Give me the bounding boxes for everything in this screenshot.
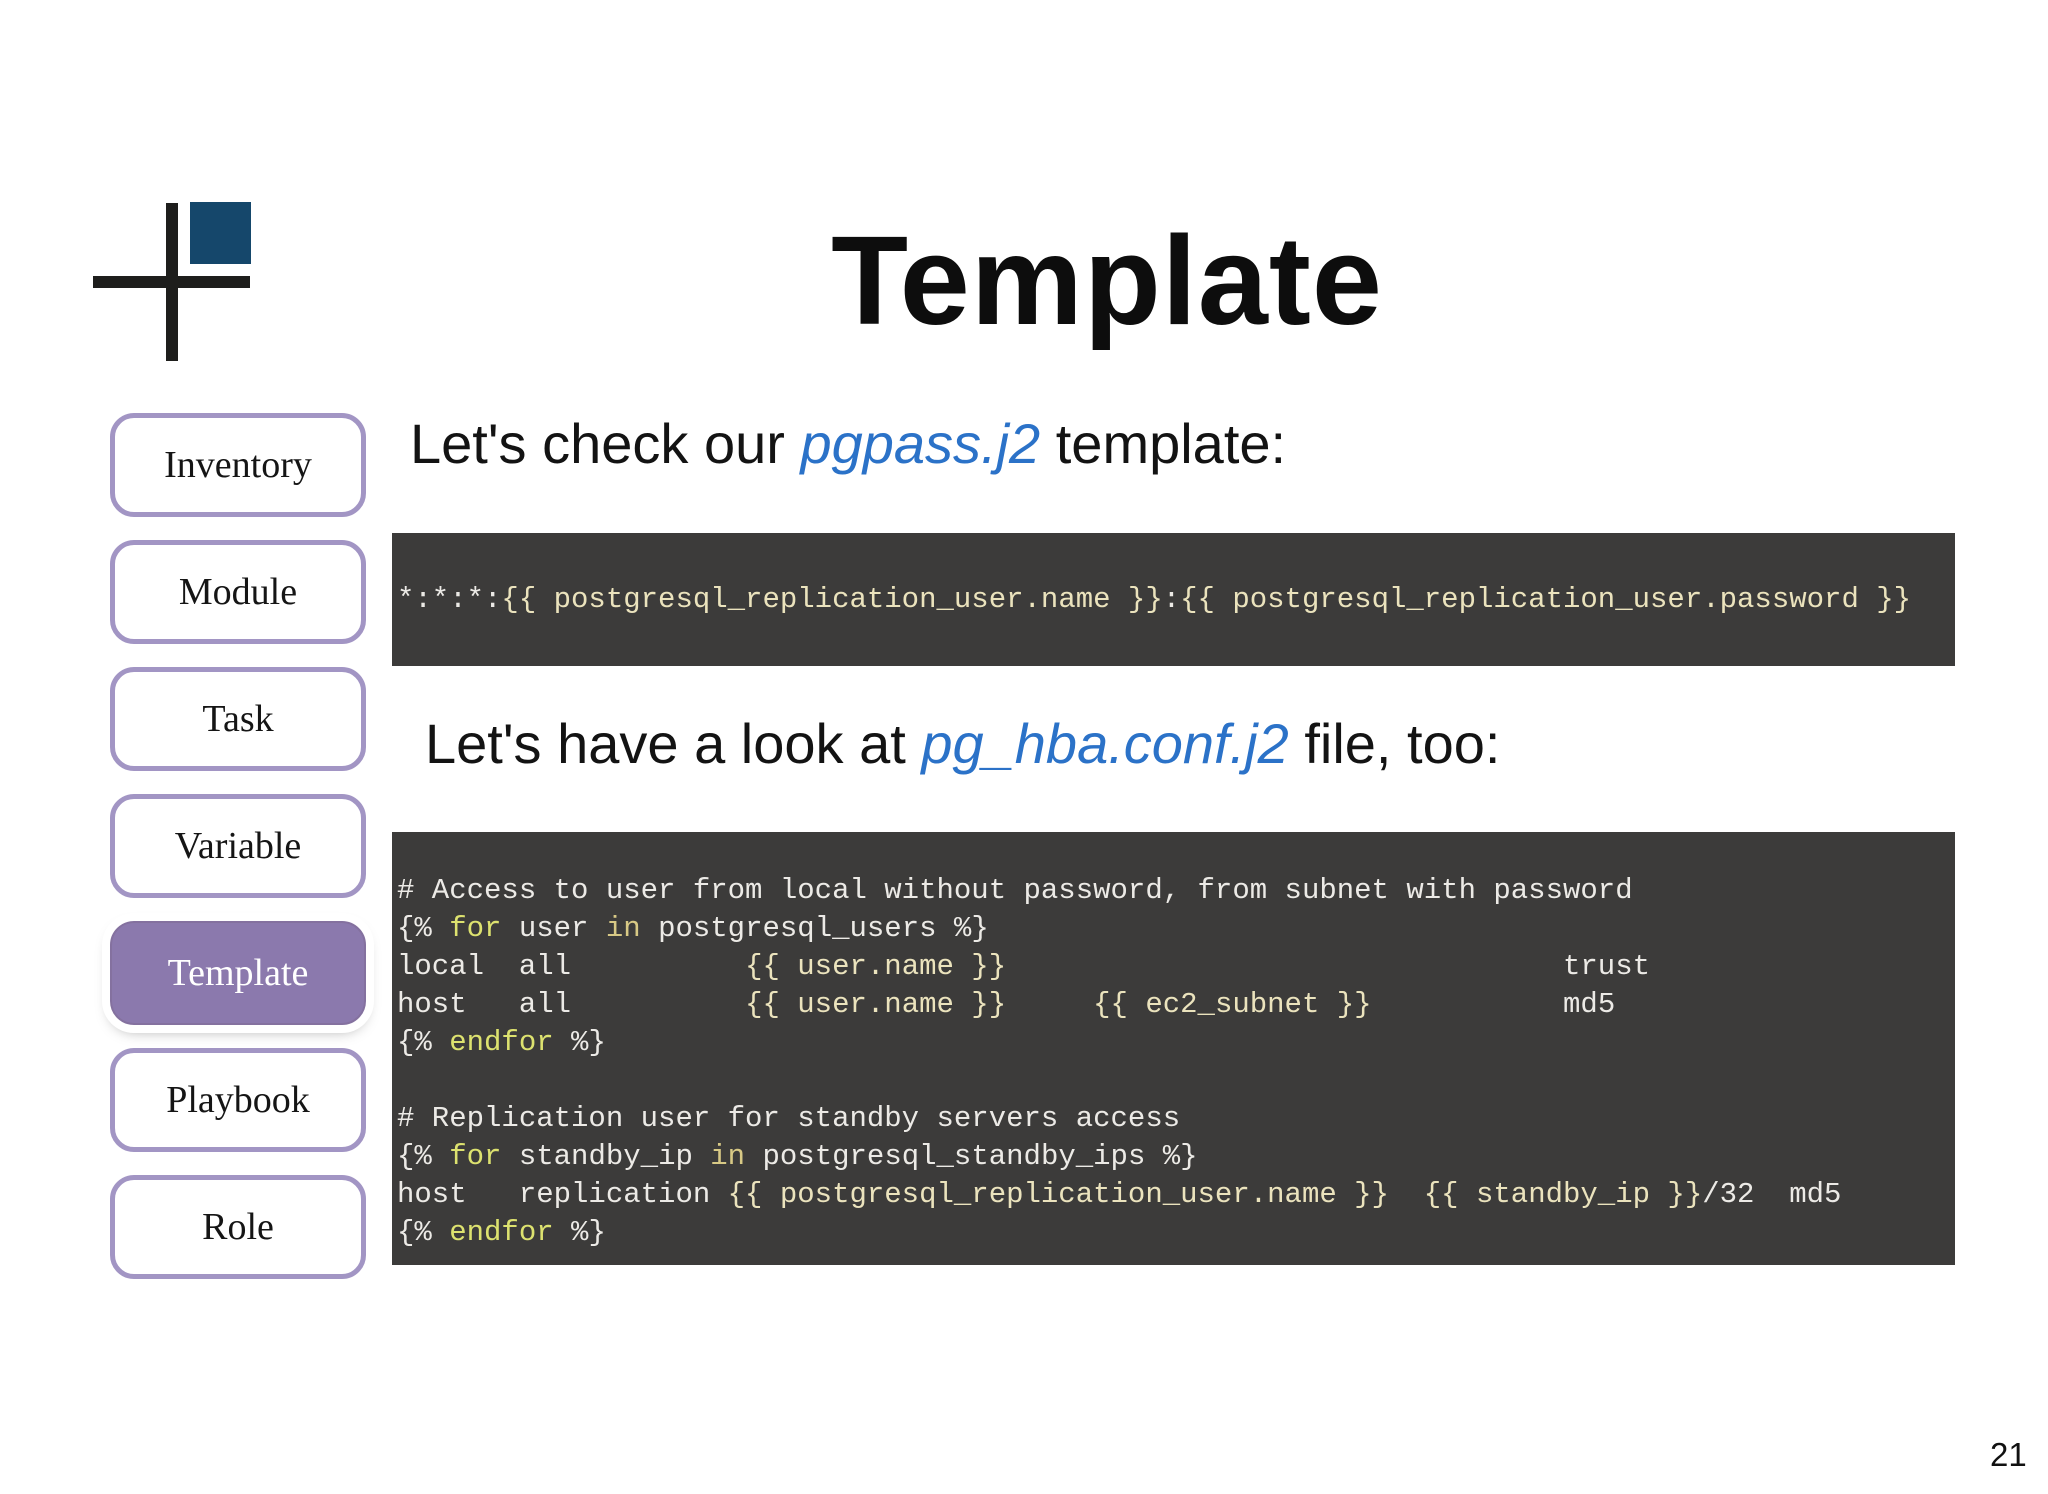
logo-blue-square — [190, 202, 251, 264]
sidebar-item-label: Template — [167, 952, 309, 994]
sidebar-item-label: Inventory — [164, 444, 312, 486]
pgpass-j2-link[interactable]: pgpass.j2 — [800, 412, 1041, 475]
page-title: Template — [831, 210, 1383, 351]
sidebar-item-module[interactable]: Module — [110, 540, 366, 644]
sidebar-item-variable[interactable]: Variable — [110, 794, 366, 898]
pg-hba-conf-j2-link[interactable]: pg_hba.conf.j2 — [921, 712, 1289, 775]
intro-text: Let's check our — [410, 412, 801, 475]
sidebar-item-playbook[interactable]: Playbook — [110, 1048, 366, 1152]
intro-text: file, too: — [1288, 712, 1501, 775]
intro-text: template: — [1040, 412, 1287, 475]
pg-hba-template-code-block: # Access to user from local without pass… — [392, 832, 1955, 1265]
sidebar: Inventory Module Task Variable Template … — [110, 413, 366, 1279]
sidebar-item-label: Role — [202, 1206, 274, 1248]
sidebar-item-label: Playbook — [166, 1079, 310, 1121]
sidebar-item-inventory[interactable]: Inventory — [110, 413, 366, 517]
sidebar-item-template[interactable]: Template — [110, 921, 366, 1025]
logo-cross-horizontal-bar — [93, 276, 250, 288]
sidebar-item-task[interactable]: Task — [110, 667, 366, 771]
sidebar-item-label: Variable — [174, 825, 302, 867]
sidebar-item-label: Task — [202, 698, 274, 740]
sidebar-item-label: Module — [178, 571, 298, 613]
intro-line-pgpass: Let's check our pgpass.j2 template: — [410, 412, 1286, 476]
page-number: 21 — [1990, 1436, 2027, 1473]
pgpass-template-code-block: *:*:*:{{ postgresql_replication_user.nam… — [392, 533, 1955, 666]
sidebar-item-role[interactable]: Role — [110, 1175, 366, 1279]
intro-text: Let's have a look at — [425, 712, 922, 775]
intro-line-pg-hba: Let's have a look at pg_hba.conf.j2 file… — [425, 712, 1500, 776]
